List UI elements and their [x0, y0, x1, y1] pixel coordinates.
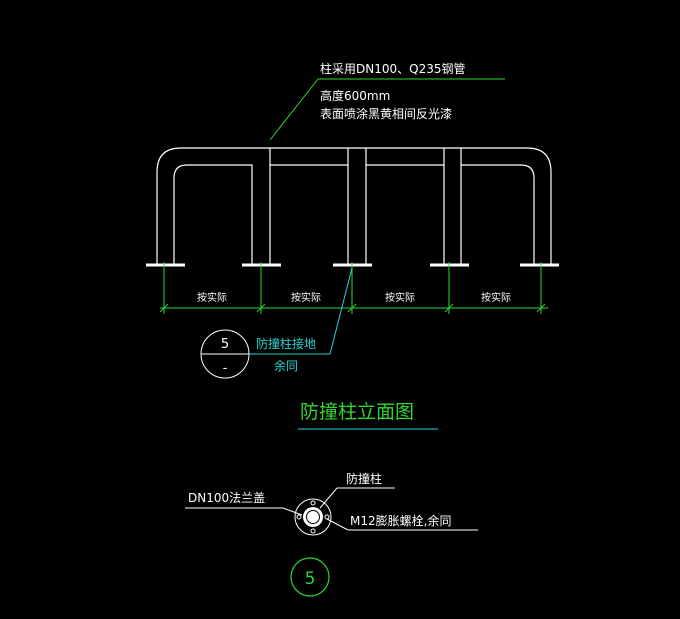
- elevation-title: 防撞柱立面图: [300, 401, 414, 423]
- spec-leader: [269, 78, 505, 141]
- detail-ref-sheet: -: [223, 361, 228, 376]
- hoop-inner-4: [461, 164, 535, 264]
- bolt-hole-3: [296, 514, 302, 520]
- spacing-label-4: 按实际: [481, 291, 511, 304]
- hoop-inner-outline: [173, 164, 253, 264]
- detail-number: 5: [305, 569, 316, 589]
- plan-detail: [185, 487, 478, 536]
- anchor-note-line-1: 防撞柱接地: [256, 336, 316, 351]
- detail-ref-number: 5: [221, 337, 229, 352]
- detail-ref-bubble: [200, 267, 353, 379]
- bolt-hole-2: [310, 528, 316, 534]
- bolt-hole-4: [324, 514, 330, 520]
- spacing-labels: 按实际 按实际 按实际 按实际: [197, 291, 511, 304]
- hoop-outer-outline: [156, 147, 552, 264]
- post-fill: [307, 511, 319, 523]
- anchor-note-line-2: 余同: [274, 358, 298, 373]
- hoop-gap-2: [269, 148, 349, 264]
- flange-circle: [294, 498, 332, 536]
- bolt-hole-1: [310, 500, 316, 506]
- flange-label: DN100法兰盖: [188, 491, 265, 505]
- spacing-label-2: 按实际: [291, 291, 321, 304]
- bolt-label: M12膨胀螺栓,余同: [350, 513, 451, 528]
- spec-line-3: 表面喷涂黑黄相间反光漆: [320, 106, 452, 121]
- spec-line-1: 柱采用DN100、Q235钢管: [320, 61, 465, 76]
- spacing-label-1: 按实际: [197, 291, 227, 304]
- spacing-label-3: 按实际: [385, 291, 415, 304]
- dimension-line: [159, 262, 548, 314]
- bollard-hoops: [156, 147, 552, 264]
- detail-number-bubble: [290, 557, 330, 597]
- spec-line-2: 高度600mm: [320, 88, 390, 103]
- post-label: 防撞柱: [346, 471, 382, 486]
- hoop-gap-3: [365, 148, 445, 264]
